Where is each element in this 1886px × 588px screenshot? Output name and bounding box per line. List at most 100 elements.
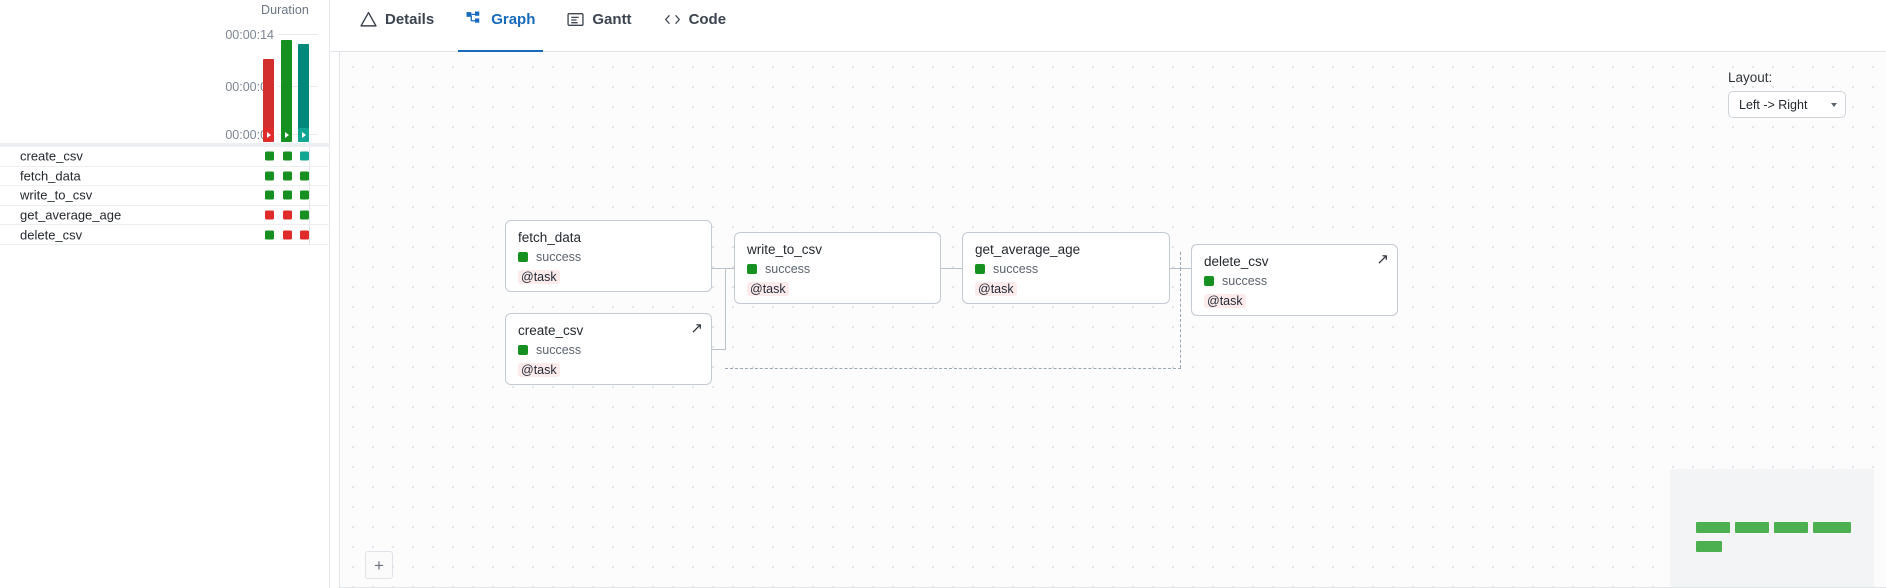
task-status-cell bbox=[265, 210, 274, 220]
task-status-square[interactable] bbox=[265, 190, 274, 200]
task-status-square[interactable] bbox=[300, 171, 309, 181]
status-square-icon bbox=[1204, 276, 1214, 286]
task-status-square[interactable] bbox=[283, 210, 292, 220]
node-status-label: success bbox=[993, 262, 1039, 276]
chevron-down-icon bbox=[1831, 102, 1837, 107]
minimap-node bbox=[1774, 522, 1808, 533]
edge-dashed-return bbox=[725, 368, 1181, 369]
node-title: write_to_csv bbox=[747, 242, 823, 257]
layout-select-value: Left -> Right bbox=[1739, 97, 1808, 112]
graph-minimap[interactable] bbox=[1670, 469, 1874, 587]
task-row[interactable]: write_to_csv bbox=[0, 186, 330, 206]
task-row[interactable]: get_average_age bbox=[0, 206, 330, 226]
angle-brackets-icon bbox=[664, 11, 681, 28]
edge-fetch-write bbox=[711, 268, 742, 269]
task-status-cell bbox=[283, 190, 292, 200]
node-tag: @task bbox=[1204, 294, 1246, 308]
task-status-square[interactable] bbox=[265, 210, 274, 220]
node-status: success bbox=[975, 262, 1157, 276]
sidebar-divider bbox=[0, 143, 330, 147]
node-title: create_csv bbox=[518, 323, 584, 338]
node-tag: @task bbox=[518, 363, 560, 377]
task-row[interactable]: delete_csv bbox=[0, 225, 330, 245]
run-play-icon[interactable] bbox=[298, 128, 309, 142]
task-status-square[interactable] bbox=[283, 230, 292, 240]
task-status-square[interactable] bbox=[283, 171, 292, 181]
axis-tick-line-0 bbox=[278, 34, 318, 35]
edge-dashed-top bbox=[1180, 252, 1181, 270]
task-status-square[interactable] bbox=[265, 230, 274, 240]
tab-label: Graph bbox=[491, 11, 536, 28]
node-status: success bbox=[1204, 274, 1385, 288]
task-row[interactable]: fetch_data bbox=[0, 167, 330, 187]
node-status: success bbox=[747, 262, 928, 276]
task-row[interactable]: create_csv bbox=[0, 147, 330, 167]
tab-label: Code bbox=[688, 11, 727, 28]
task-status-cell bbox=[283, 171, 292, 181]
gantt-chart-icon bbox=[567, 11, 584, 28]
duration-mini-chart: 00:00:14 00:00:07 00:00:00 bbox=[0, 0, 330, 145]
node-tag: @task bbox=[518, 270, 560, 284]
status-square-icon bbox=[518, 345, 528, 355]
run-play-icon[interactable] bbox=[281, 128, 292, 142]
node-title: delete_csv bbox=[1204, 254, 1269, 269]
edge-create-riser bbox=[725, 268, 726, 349]
zoom-in-button[interactable]: + bbox=[365, 551, 393, 579]
task-status-cell bbox=[265, 151, 274, 161]
layout-select[interactable]: Left -> Right bbox=[1728, 91, 1846, 118]
run-duration-bar[interactable] bbox=[281, 40, 292, 142]
node-tag: @task bbox=[975, 282, 1017, 296]
expand-arrow-icon[interactable]: ↗ bbox=[690, 320, 703, 337]
expand-arrow-icon[interactable]: ↗ bbox=[1376, 251, 1389, 268]
tab-label: Gantt bbox=[592, 11, 632, 28]
tab-code[interactable]: Code bbox=[648, 0, 743, 51]
task-status-cell bbox=[300, 190, 309, 200]
task-status-square[interactable] bbox=[265, 171, 274, 181]
task-status-square[interactable] bbox=[300, 230, 309, 240]
task-status-square[interactable] bbox=[300, 151, 309, 161]
status-square-icon bbox=[975, 264, 985, 274]
tab-details[interactable]: Details bbox=[344, 0, 450, 51]
run-duration-bar[interactable] bbox=[263, 59, 274, 142]
node-tag: @task bbox=[747, 282, 789, 296]
run-play-icon[interactable] bbox=[263, 128, 274, 142]
duration-header: Duration bbox=[260, 3, 309, 17]
task-status-square[interactable] bbox=[300, 190, 309, 200]
node-status: success bbox=[518, 250, 699, 264]
task-status-cell bbox=[300, 230, 309, 240]
task-status-square[interactable] bbox=[300, 210, 309, 220]
node-status: success bbox=[518, 343, 699, 357]
task-status-cell bbox=[300, 171, 309, 181]
task-row-label: delete_csv bbox=[20, 227, 83, 243]
edge-create-write bbox=[711, 349, 726, 350]
minimap-node bbox=[1813, 522, 1851, 533]
layout-label: Layout: bbox=[1728, 70, 1773, 85]
task-status-square[interactable] bbox=[283, 151, 292, 161]
edge-write-average bbox=[940, 268, 962, 269]
tab-graph[interactable]: Graph bbox=[450, 0, 551, 52]
task-status-square[interactable] bbox=[265, 151, 274, 161]
task-status-cell bbox=[265, 190, 274, 200]
task-row-label: create_csv bbox=[20, 148, 83, 164]
tab-bar: Details Graph Gantt Code bbox=[330, 0, 1886, 52]
task-status-square[interactable] bbox=[283, 190, 292, 200]
axis-tick-label-2: 00:00:00 bbox=[225, 128, 274, 142]
tab-gantt[interactable]: Gantt bbox=[551, 0, 647, 51]
layout-control: Layout: Left -> Right bbox=[1728, 70, 1858, 118]
task-status-cell bbox=[300, 210, 309, 220]
node-status-label: success bbox=[536, 343, 582, 357]
task-status-cell bbox=[283, 151, 292, 161]
status-square-icon bbox=[518, 252, 528, 262]
runs-sidebar: Duration 00:00:14 00:00:07 00:00:00 crea… bbox=[0, 0, 330, 588]
warning-triangle-icon bbox=[360, 11, 377, 28]
run-duration-bar[interactable] bbox=[298, 44, 309, 142]
